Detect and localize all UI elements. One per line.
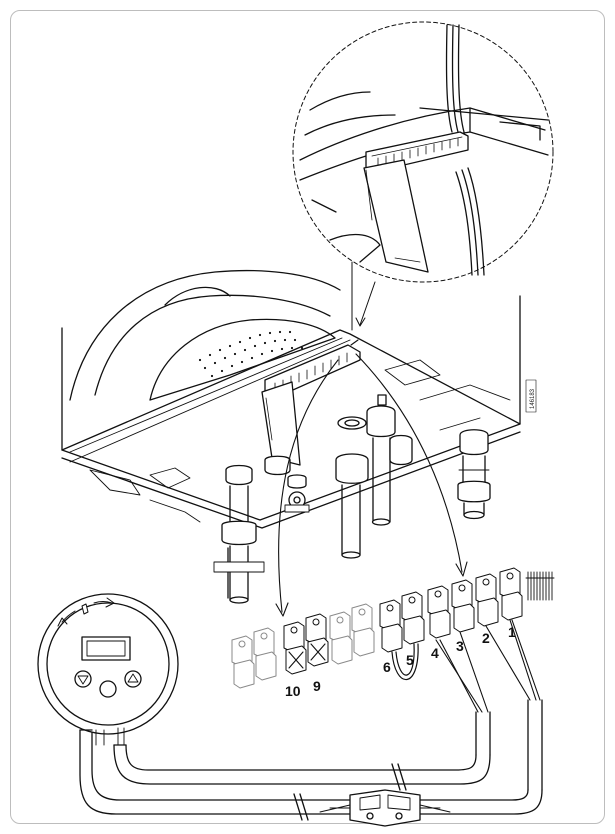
spare-links: [525, 571, 555, 601]
terminal-label-10: 10: [285, 683, 301, 699]
terminal-number-labels: 1 2 3 4 5 6 9 10: [285, 624, 516, 699]
room-thermostat: [37, 593, 179, 746]
terminal-label-4: 4: [431, 645, 439, 661]
terminal-label-9: 9: [313, 678, 321, 694]
boiler-underside: 146183: [61, 269, 537, 617]
magnified-inset: [292, 21, 554, 331]
thermostat-down-arrow-icon: [77, 675, 89, 685]
vent-dots: [198, 330, 304, 378]
boiler-pipes: [213, 394, 491, 604]
side-code-label: 146183: [530, 388, 536, 409]
terminal-label-6: 6: [383, 659, 391, 675]
terminal-label-2: 2: [482, 630, 490, 646]
terminal-strip: [231, 567, 555, 689]
unused-terminals: [231, 603, 375, 689]
thermostat-up-arrow-icon: [127, 673, 139, 683]
terminal-label-5: 5: [406, 652, 414, 668]
inset-terminal-teeth: [377, 137, 459, 167]
rotate-arrows-icon: [57, 597, 115, 627]
terminal-label-1: 1: [508, 624, 516, 640]
cable-runs: [79, 619, 543, 827]
terminal-label-3: 3: [456, 638, 464, 654]
